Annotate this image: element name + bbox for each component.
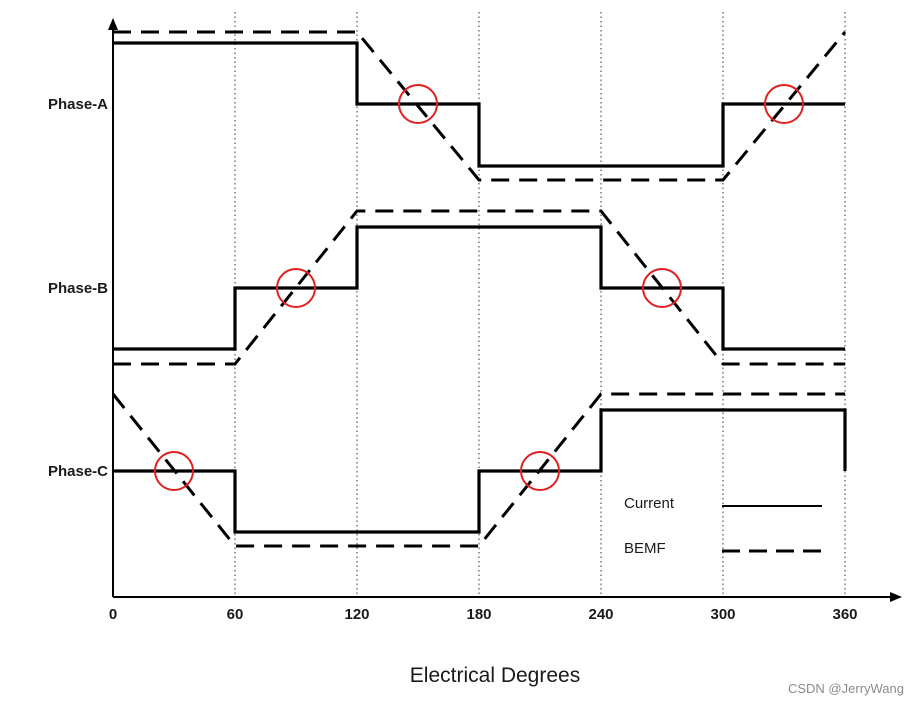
grid-lines — [234, 12, 846, 597]
x-axis-title: Electrical Degrees — [410, 664, 580, 687]
traces — [111, 30, 847, 548]
legend-label-2: BEMF — [624, 540, 666, 557]
x-tick-label-360: 360 — [832, 606, 857, 623]
bemf-trace-2 — [113, 209, 845, 366]
phase-label-3: Phase-C — [48, 463, 108, 480]
axes — [108, 18, 902, 602]
x-tick-label-120: 120 — [344, 606, 369, 623]
zero-crossing-marker — [764, 84, 804, 124]
zero-crossing-marker — [276, 268, 316, 308]
phase-label-2: Phase-B — [48, 280, 108, 297]
zero-crossing-marker — [520, 451, 560, 491]
x-tick-label-60: 60 — [227, 606, 244, 623]
phase-label-1: Phase-A — [48, 96, 108, 113]
x-tick-label-240: 240 — [588, 606, 613, 623]
zero-crossing-marker — [154, 451, 194, 491]
watermark: CSDN @JerryWang — [787, 681, 904, 696]
zero-crossing-markers — [154, 84, 804, 491]
bemf-trace-1 — [113, 30, 847, 182]
x-tick-label-180: 180 — [466, 606, 491, 623]
x-tick-label-300: 300 — [710, 606, 735, 623]
current-trace-1 — [113, 41, 845, 168]
x-axis-arrow-icon — [890, 592, 902, 602]
y-axis-arrow-icon — [108, 18, 118, 30]
current-trace-3 — [113, 408, 847, 534]
current-trace-2 — [113, 225, 845, 351]
x-tick-label-0: 0 — [109, 606, 117, 623]
legend-label-1: Current — [624, 495, 675, 512]
bemf-trace-3 — [111, 392, 845, 548]
zero-crossing-marker — [398, 84, 438, 124]
zero-crossing-marker — [642, 268, 682, 308]
